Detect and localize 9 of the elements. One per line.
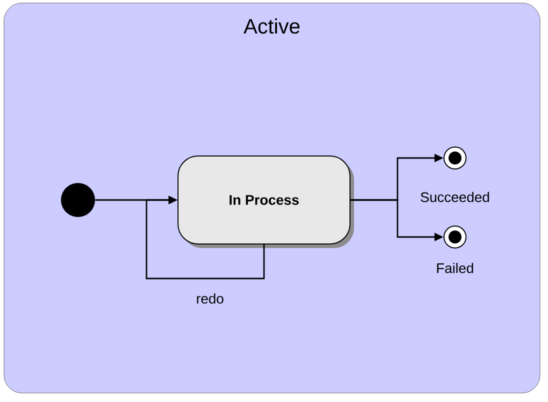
state-label: Succeeded	[420, 192, 489, 202]
state-title: Active	[244, 18, 300, 34]
state-box: In Process	[178, 156, 354, 248]
state-label: Failed	[437, 262, 474, 274]
edge-label: redo	[196, 293, 224, 304]
arrow	[146, 196, 265, 280]
final-state	[444, 226, 466, 248]
initial-state	[61, 183, 95, 217]
final-state	[444, 146, 466, 170]
